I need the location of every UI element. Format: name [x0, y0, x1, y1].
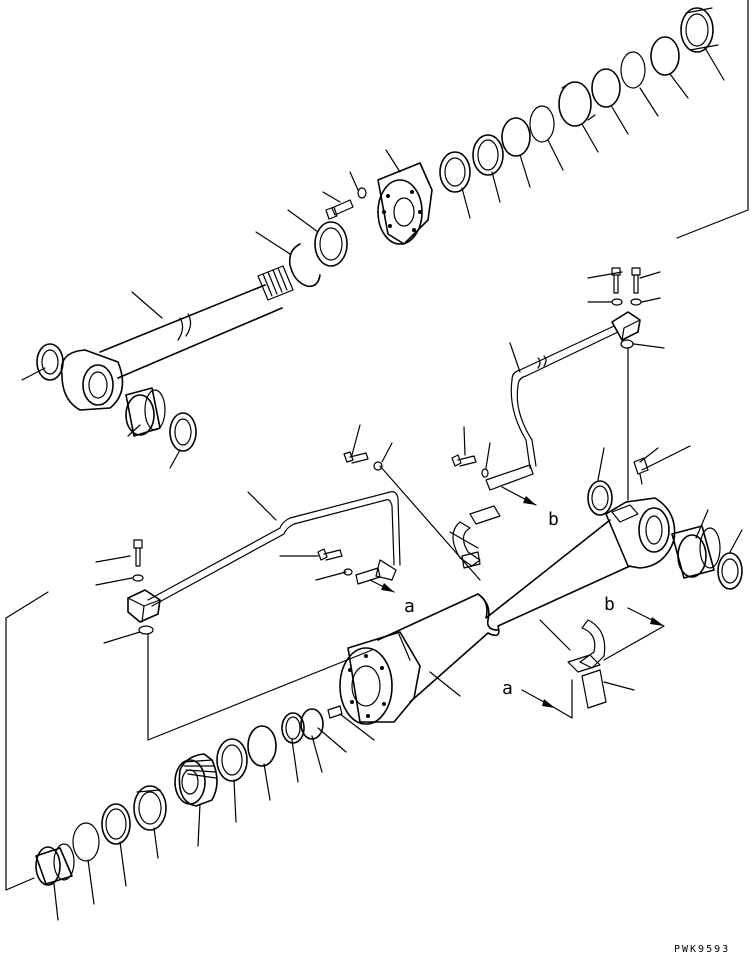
- pipe-a: [147, 491, 401, 607]
- rod-eye: [60, 349, 124, 411]
- callout-b-upper: b: [548, 509, 559, 530]
- cylinder-head: [339, 631, 421, 725]
- piston-rod: [60, 265, 294, 411]
- head-snap-ring: [72, 822, 100, 862]
- tube-bottom-eye: [605, 497, 676, 569]
- rod-eye-bushing: [125, 387, 166, 437]
- grease-fitting: [633, 457, 649, 485]
- drawing-code: PWK9593: [674, 944, 730, 955]
- rod-washer: [357, 187, 367, 199]
- bottom-dust-seal: [717, 552, 743, 590]
- piston: [377, 162, 433, 245]
- dust-seal-right: [169, 412, 197, 452]
- piston-ring-7: [650, 36, 680, 76]
- lower-leader-lines: [53, 713, 375, 921]
- lower-frame-line: [5, 591, 49, 891]
- head-bushing: [35, 843, 75, 886]
- piston-nut: [680, 7, 719, 53]
- head-backup-ring: [247, 725, 277, 767]
- head-buffer-ring: [133, 785, 167, 831]
- pipe-clamp-lower: [567, 619, 607, 709]
- arrow-a-upper: [369, 579, 395, 593]
- arrow-b-upper: [501, 486, 537, 506]
- bottom-left-seal: [587, 480, 613, 516]
- rod-thread: [257, 265, 294, 301]
- piston-ring-3: [501, 117, 531, 157]
- pipe-b: [485, 311, 641, 491]
- callout-b-lower: b: [604, 594, 615, 615]
- tube-bolt: [343, 451, 383, 471]
- callout-a-upper: a: [404, 596, 415, 617]
- upper-leader-lines: [21, 47, 725, 469]
- piston-ring-1: [439, 151, 471, 193]
- arrow-a-lower: [521, 679, 573, 719]
- rod-bolt: [325, 199, 354, 220]
- pipe-a-washer: [132, 574, 144, 582]
- upper-frame-line: [676, 0, 749, 239]
- piston-ring-5: [591, 68, 621, 108]
- oring-frame-line: [147, 633, 373, 741]
- piston-ring-4: [529, 105, 555, 143]
- snap-ring: [288, 243, 321, 288]
- pipe-b-washers: [611, 298, 642, 306]
- piston-ring-6: [620, 51, 646, 89]
- wear-ring-upper: [314, 221, 348, 267]
- pipe-b-flange: [611, 311, 641, 341]
- cylinder-tube: [377, 519, 631, 703]
- pipe-a-oring: [138, 625, 154, 635]
- pipe-b-oring: [620, 339, 634, 349]
- pipe-b-bolts: [611, 267, 641, 294]
- upper-right-leaders: [463, 271, 665, 469]
- piston-wear-ring: [558, 81, 596, 127]
- head-bolt: [327, 705, 343, 719]
- pipe-a-bolt: [133, 539, 143, 567]
- head-dust-seal: [101, 803, 131, 845]
- head-oring-1: [300, 708, 324, 740]
- dust-seal-left: [36, 343, 64, 381]
- head-seal-pack: [174, 753, 218, 807]
- clamp-bolt-a: [317, 548, 353, 576]
- callout-a-lower: a: [502, 678, 513, 699]
- clamp-bolt-b: [451, 454, 489, 478]
- piston-ring-2: [472, 134, 504, 176]
- pipe-a-flange: [127, 589, 161, 623]
- arrow-b-lower: [603, 607, 665, 661]
- pipe-clamp-upper: [452, 505, 501, 569]
- head-rod-seal: [216, 738, 248, 782]
- middle-leader-lines: [95, 424, 743, 697]
- bottom-bushing: [671, 525, 721, 579]
